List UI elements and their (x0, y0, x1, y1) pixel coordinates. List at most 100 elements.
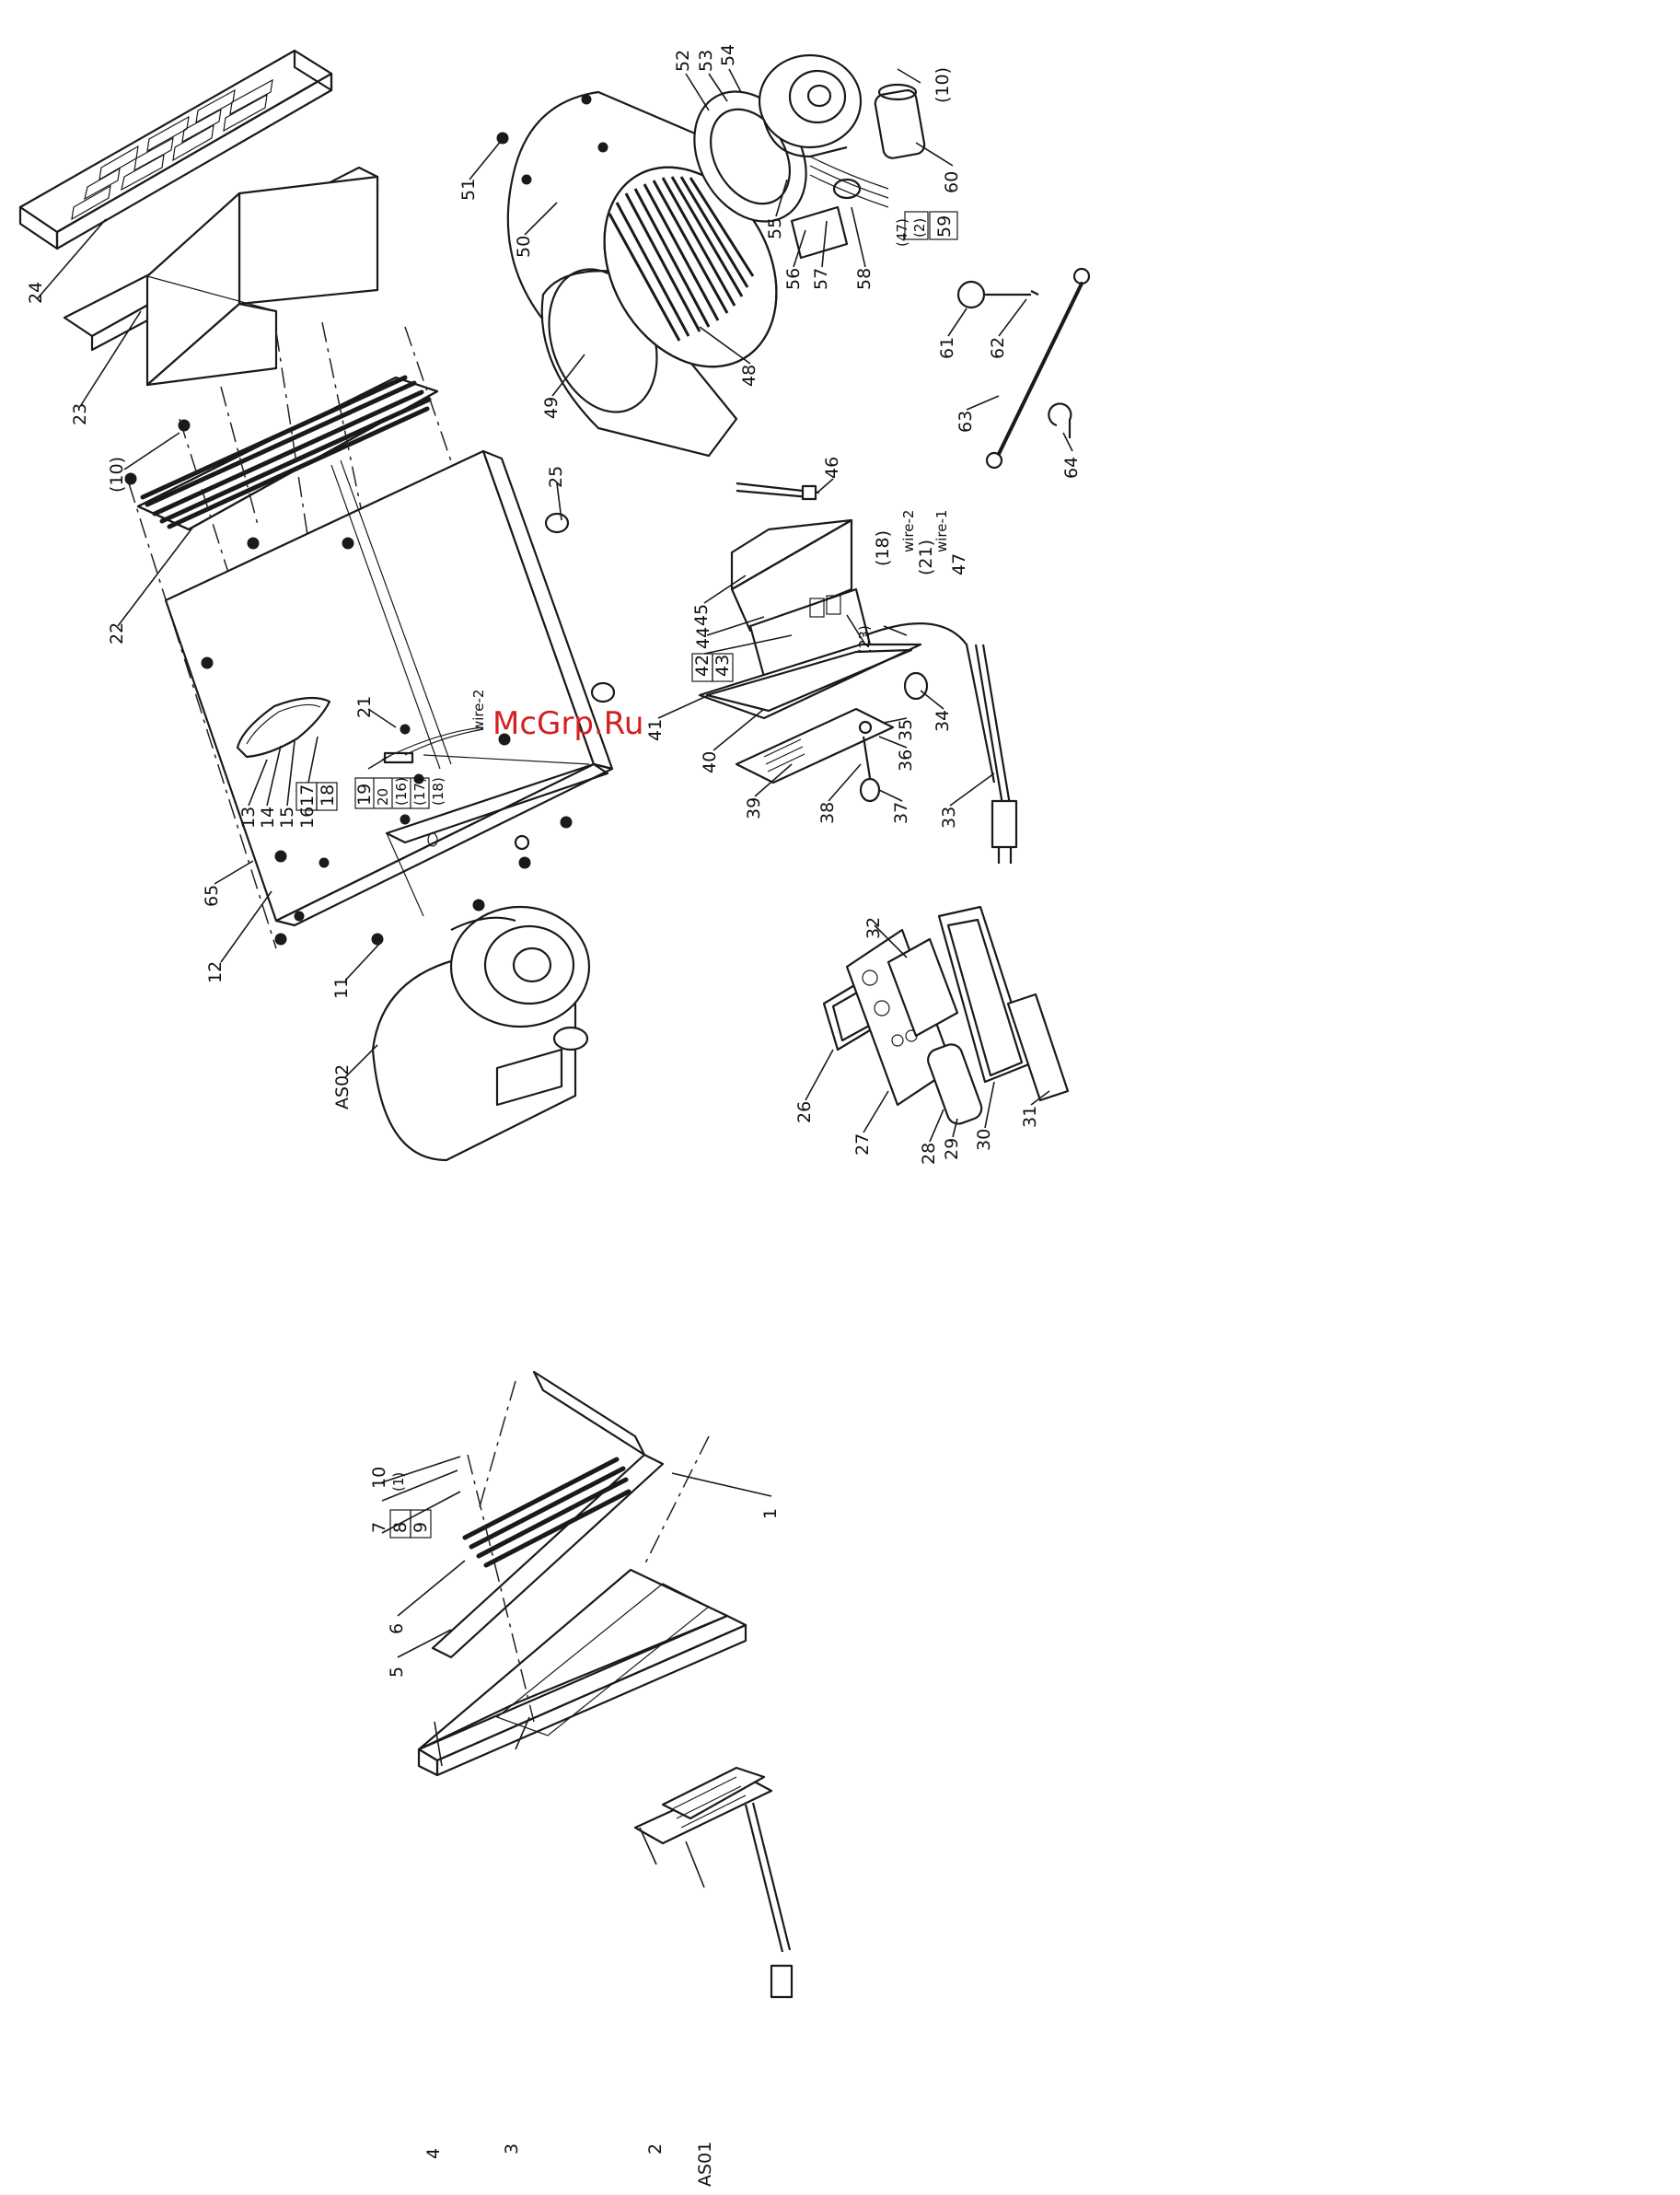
callout-28: 28 (919, 1143, 939, 1165)
callout-25: 25 (546, 466, 566, 488)
hanging-hardware (958, 269, 1089, 468)
callout-43: 43 (713, 655, 733, 677)
callout-10p: (1) (390, 1472, 407, 1492)
callout-53: 53 (696, 50, 716, 72)
callout-10c: (10) (933, 67, 953, 103)
callout-5: 5 (387, 1667, 407, 1678)
callout-12: 12 (205, 961, 226, 983)
callout-56: 56 (783, 268, 804, 290)
strain-relief-34 (905, 673, 927, 699)
callout-9: 9 (411, 1522, 431, 1533)
blower-assembly-as02 (373, 907, 589, 1160)
callout-17p: (17) (411, 777, 428, 806)
callout-65: 65 (202, 885, 222, 907)
watermark: McGrp.Ru (492, 705, 643, 742)
callout-32: 32 (863, 917, 884, 939)
callout-36: 36 (896, 749, 916, 772)
callout-19: 19 (354, 784, 375, 806)
callout-17: 17 (297, 784, 318, 807)
callout-62: 62 (988, 337, 1008, 359)
callout-as02: AS02 (332, 1064, 353, 1109)
callout-22: 22 (107, 622, 127, 645)
callout-44: 44 (693, 627, 713, 649)
callout-6: 6 (387, 1623, 407, 1634)
callout-35: 35 (896, 719, 916, 741)
callout-wire2-housing: wire-2 (470, 690, 487, 732)
callout-18p: (18) (430, 777, 446, 806)
callout-34: 34 (933, 710, 953, 732)
callout-10: 10 (369, 1467, 389, 1489)
callout-wire1: wire-1 (933, 510, 950, 552)
callout-31: 31 (1020, 1106, 1040, 1128)
callout-33: 33 (939, 807, 959, 829)
callout-59: 59 (934, 215, 955, 238)
callout-57: 57 (811, 268, 831, 290)
callout-50: 50 (514, 236, 534, 258)
bottom-plate-4 (419, 1570, 746, 1775)
callout-group-7-9: 7 8 9 (369, 1510, 431, 1538)
callout-49: 49 (541, 397, 562, 419)
callout-39: 39 (744, 797, 764, 819)
callout-20: 20 (375, 788, 391, 806)
inner-frame-5 (433, 1372, 663, 1657)
callout-10b: (10) (107, 457, 127, 493)
callout-40: 40 (700, 751, 720, 773)
callout-14: 14 (258, 807, 278, 829)
callout-2p: (2) (911, 218, 928, 238)
callout-group-47-59: (47) (2) 59 (894, 212, 957, 247)
heater-element-6 (465, 1459, 629, 1565)
callout-8: 8 (390, 1522, 411, 1533)
callout-23b: (23) (856, 625, 873, 654)
callout-3: 3 (502, 2143, 522, 2154)
callout-18b: (18) (873, 530, 893, 566)
callout-1: 1 (760, 1508, 781, 1519)
callout-42: 42 (692, 655, 713, 677)
callout-37: 37 (891, 802, 911, 824)
callout-21: 21 (354, 696, 375, 718)
cable-tie-46 (736, 483, 819, 499)
callout-16p: (16) (393, 777, 410, 806)
callout-58: 58 (854, 268, 875, 290)
assembly-lines-lower (468, 1381, 709, 1722)
callout-23: 23 (70, 403, 90, 425)
callout-11: 11 (331, 977, 352, 999)
callout-55: 55 (765, 217, 785, 239)
callout-54: 54 (718, 44, 738, 66)
callout-15: 15 (277, 807, 297, 829)
callout-as01: AS01 (695, 2142, 715, 2187)
callout-41: 41 (645, 719, 666, 741)
callout-46: 46 (822, 457, 842, 479)
callout-27: 27 (852, 1133, 873, 1156)
callout-24: 24 (26, 282, 46, 304)
control-assembly-as01 (635, 1768, 792, 1997)
callout-26: 26 (794, 1101, 815, 1123)
callout-52: 52 (673, 50, 693, 72)
callout-47p: (47) (894, 218, 910, 247)
callout-4: 4 (423, 2148, 444, 2159)
callout-48: 48 (739, 365, 759, 387)
callout-13: 13 (238, 807, 259, 829)
callout-group-42-43: 42 43 (692, 654, 733, 681)
callout-16: 16 (297, 807, 318, 829)
callout-64: 64 (1061, 457, 1082, 479)
callout-61: 61 (937, 337, 957, 359)
motor-57 (759, 55, 861, 157)
callout-29: 29 (942, 1138, 962, 1160)
battery-28 (925, 1041, 985, 1127)
callout-63: 63 (956, 411, 976, 433)
callout-wire2-control: wire-2 (900, 510, 917, 552)
callout-18: 18 (318, 784, 338, 807)
callout-47: 47 (949, 553, 969, 575)
housing-box-12 (166, 451, 614, 925)
callout-60: 60 (942, 171, 962, 193)
callout-38: 38 (817, 802, 838, 824)
callout-51: 51 (458, 179, 479, 201)
callout-45: 45 (691, 604, 712, 626)
motor-bracket-56 (792, 207, 847, 258)
callout-7: 7 (369, 1522, 389, 1533)
callout-2: 2 (645, 2143, 666, 2154)
callout-30: 30 (974, 1129, 994, 1151)
knob-37 (861, 737, 879, 801)
